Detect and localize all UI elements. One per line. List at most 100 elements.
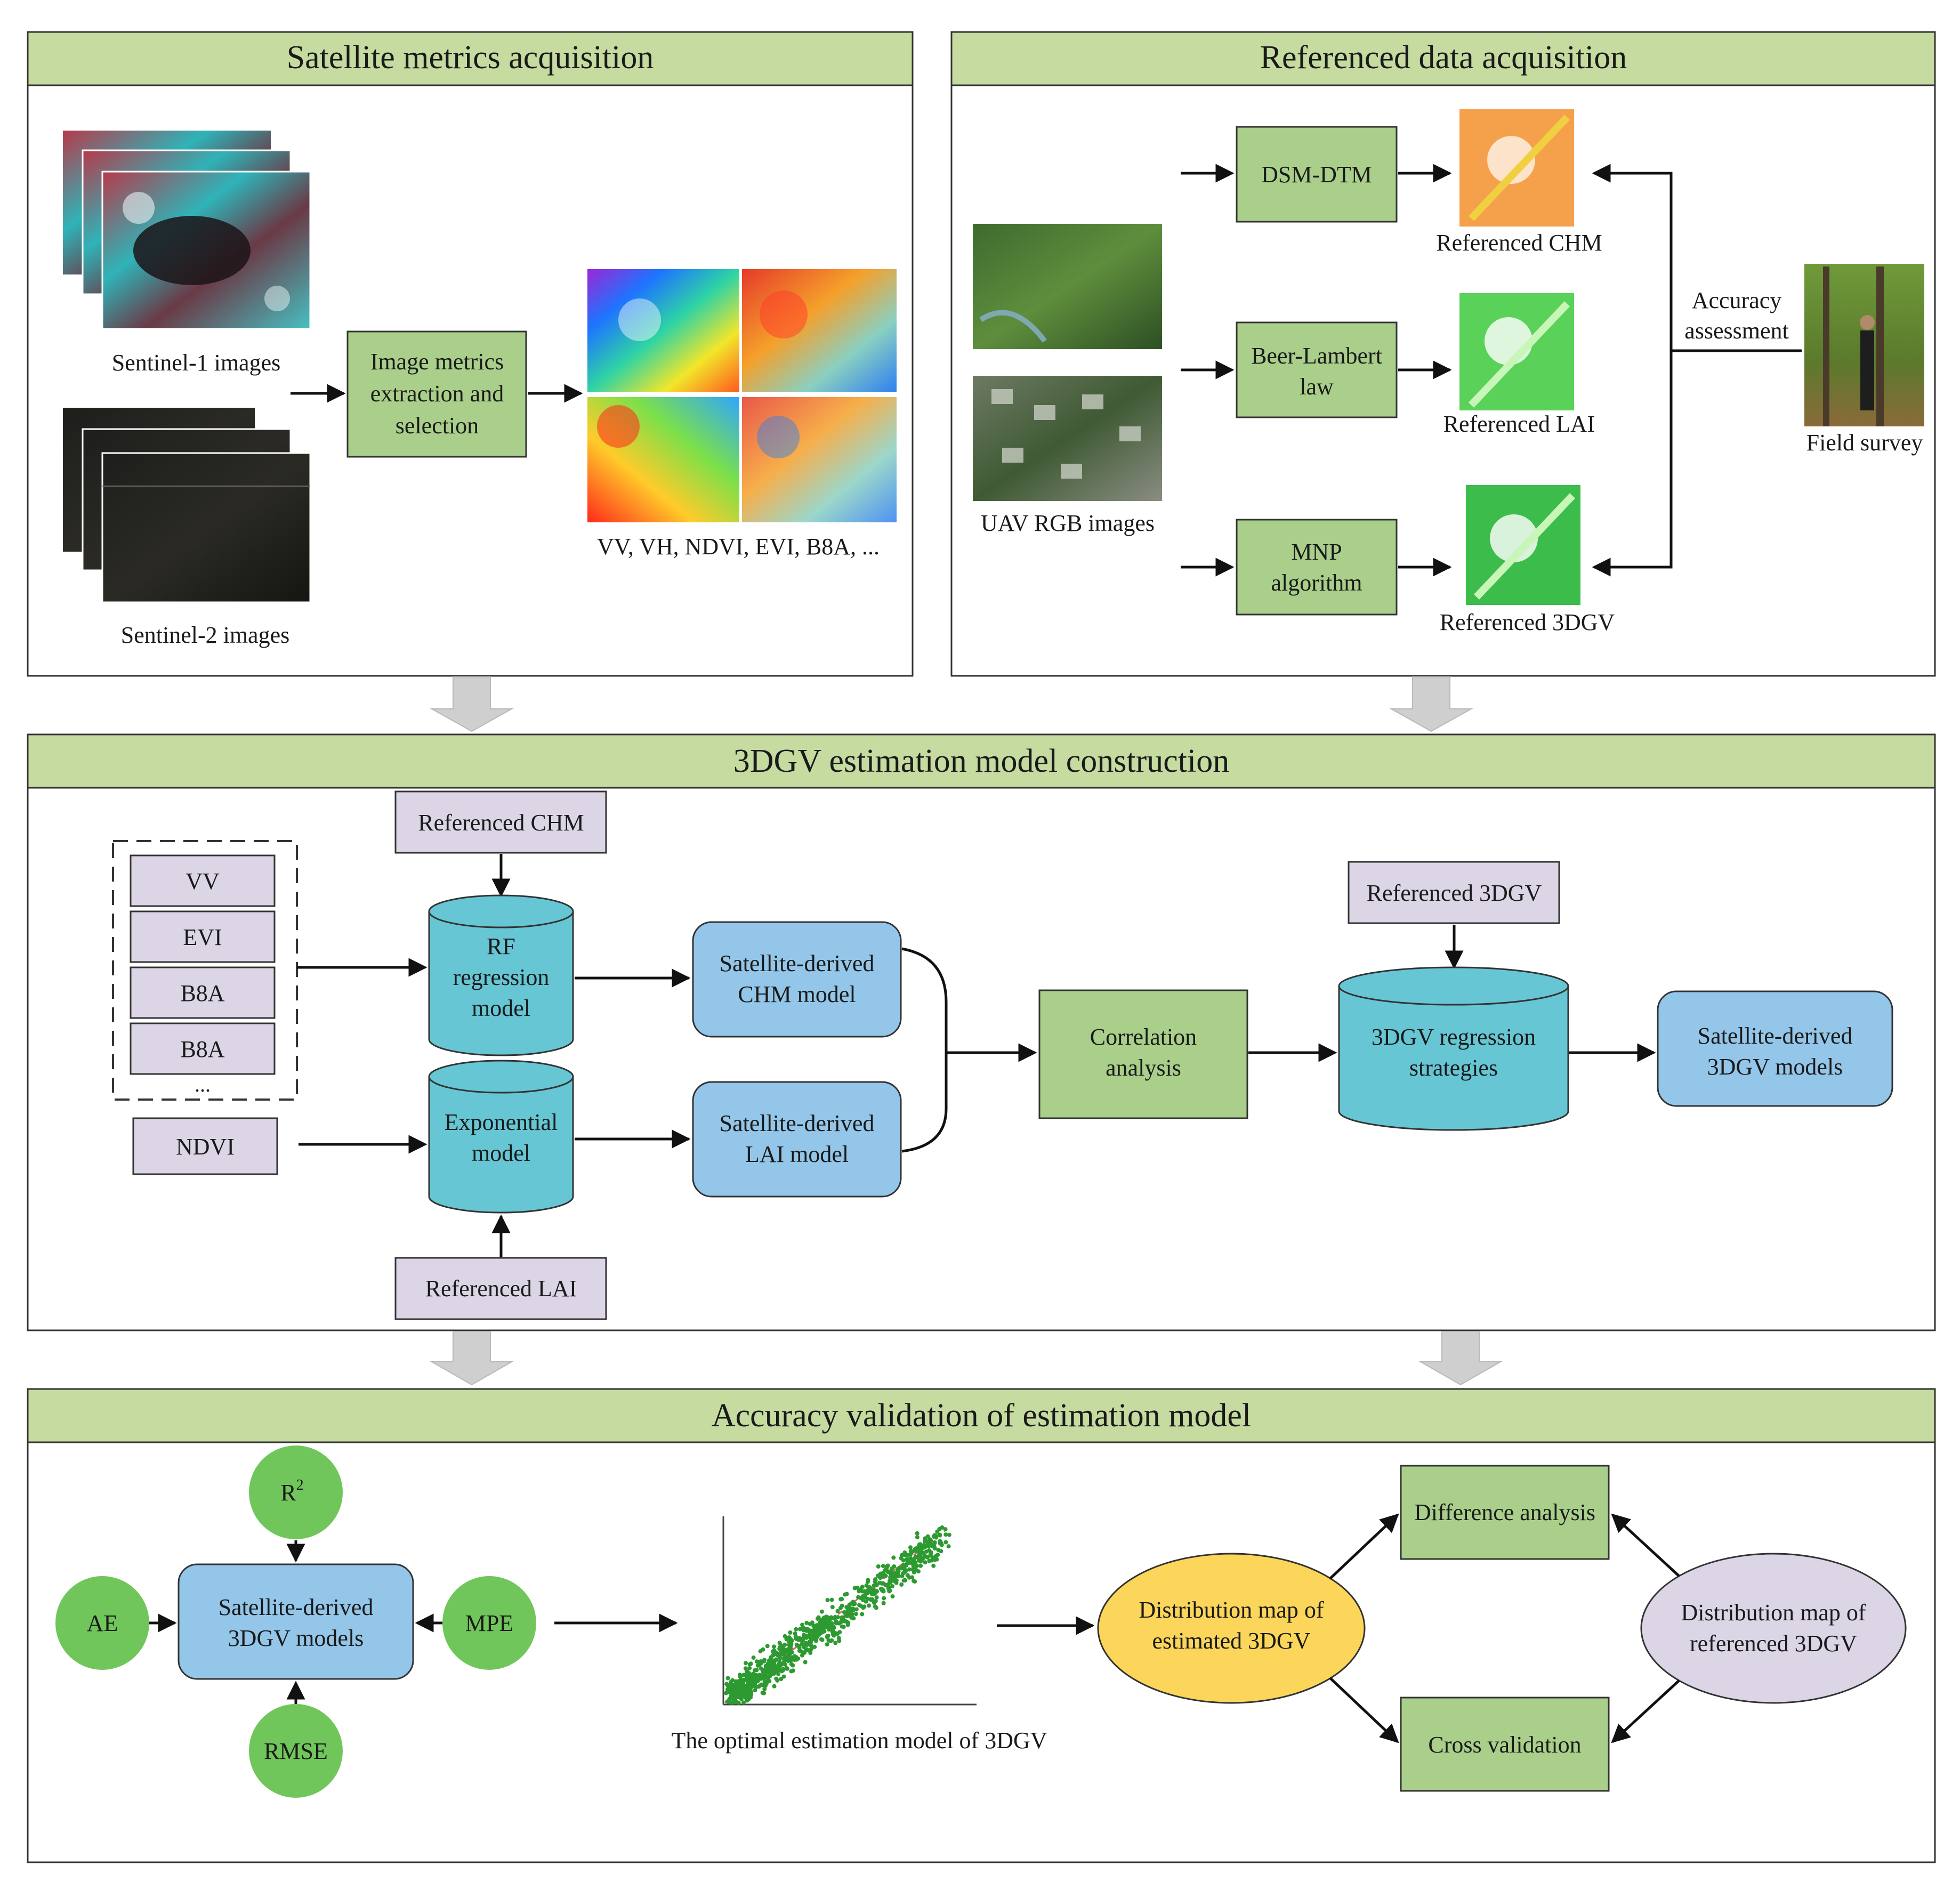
sentinel-1-label: Sentinel-1 images [112, 350, 281, 376]
scatter-point [809, 1643, 813, 1648]
referenced-map-line2: referenced 3DGV [1690, 1630, 1857, 1657]
scatter-point [878, 1586, 883, 1591]
referenced-lai-label: Referenced LAI [1443, 411, 1595, 437]
sat-3dgv-line2: 3DGV models [1707, 1054, 1843, 1080]
scatter-point [830, 1605, 835, 1610]
validation-center-line2: 3DGV models [228, 1625, 364, 1651]
scatter-point [871, 1587, 876, 1592]
rmse-label: RMSE [264, 1738, 328, 1764]
scatter-point [770, 1671, 775, 1676]
scatter-point [802, 1633, 806, 1637]
scatter-point [860, 1612, 865, 1617]
scatter-point [797, 1649, 802, 1653]
referenced-map-line1: Distribution map of [1681, 1600, 1866, 1626]
scatter-point [915, 1535, 919, 1540]
scatter-point [857, 1589, 861, 1594]
validation-header [27, 1388, 1936, 1443]
scatter-point [764, 1681, 769, 1686]
scatter-point [923, 1536, 927, 1541]
scatter-point [847, 1602, 852, 1607]
scatter-point [760, 1659, 764, 1664]
difference-analysis-box [1400, 1465, 1610, 1560]
scatter-point [819, 1637, 824, 1642]
scatter-point [745, 1693, 750, 1698]
scatter-point [755, 1676, 760, 1681]
r2-superscript: 2 [296, 1477, 304, 1493]
r2-label: R2 [280, 1477, 303, 1506]
construction-ref-lai-box [394, 1257, 607, 1320]
scatter-point [750, 1676, 755, 1681]
referenced-map-ellipse [1640, 1553, 1907, 1704]
scatter-point [747, 1666, 752, 1670]
satellite-header [27, 31, 914, 86]
construction-ref-chm-box [394, 790, 607, 854]
scatter-point [825, 1634, 830, 1639]
scatter-point [943, 1540, 948, 1545]
scatter-point [814, 1638, 819, 1643]
strategies-line2: strategies [1409, 1055, 1498, 1081]
scatter-point [899, 1553, 904, 1557]
scatter-point [825, 1615, 830, 1620]
scatter-point [894, 1578, 899, 1583]
dsm-dtm-label: DSM-DTM [1261, 161, 1372, 188]
metrics-label: VV, VH, NDVI, EVI, B8A, ... [597, 534, 880, 560]
ae-label: AE [87, 1610, 118, 1636]
validation-center-line1: Satellite-derived [219, 1594, 374, 1620]
scatter-point [781, 1674, 786, 1679]
scatter-point [731, 1693, 736, 1698]
scatter-point [775, 1651, 779, 1655]
scatter-point [848, 1607, 852, 1612]
scatter-point [744, 1661, 748, 1666]
scatter-point [888, 1579, 892, 1584]
scatter-point [905, 1573, 910, 1578]
scatter-point [899, 1582, 904, 1587]
scatter-point [781, 1667, 786, 1671]
uav-label: UAV RGB images [981, 510, 1155, 536]
scatter-point [918, 1542, 923, 1547]
sat-3dgv-box [1657, 990, 1893, 1107]
sat-chm-line2: CHM model [738, 981, 856, 1007]
beer-lambert-line2: law [1300, 374, 1334, 400]
scatter-point [930, 1542, 934, 1547]
scatter-point [745, 1669, 749, 1674]
scatter-point [794, 1643, 799, 1647]
scatter-point [874, 1605, 878, 1610]
scatter-point [760, 1691, 765, 1695]
scatter-point [791, 1663, 795, 1668]
scatter-point [915, 1531, 919, 1536]
scatter-point [892, 1564, 897, 1569]
scatter-point [769, 1665, 774, 1669]
scatter-point [829, 1615, 834, 1620]
scatter-point [891, 1555, 896, 1560]
scatter-point [874, 1595, 879, 1600]
scatter-point [928, 1553, 933, 1558]
validation-title: Accuracy validation of estimation model [712, 1398, 1251, 1434]
scatter-point [782, 1658, 787, 1662]
estimated-map-ellipse [1097, 1553, 1366, 1704]
image-metrics-box [346, 330, 527, 458]
scatter-point [803, 1648, 808, 1653]
scatter-point [881, 1564, 885, 1569]
sat-lai-box [692, 1081, 902, 1198]
scatter-point [935, 1553, 940, 1557]
sat-chm-box [692, 921, 902, 1038]
scatter-point [749, 1690, 754, 1694]
construction-ref-3dgv-box [1348, 861, 1560, 924]
input-b8a-label-2: B8A [180, 1036, 224, 1062]
exp-line2: model [472, 1140, 530, 1166]
scatter-point [746, 1684, 751, 1689]
scatter-point [829, 1597, 834, 1602]
scatter-point [890, 1573, 895, 1578]
scatter-point [779, 1677, 784, 1682]
mnp-line2: algorithm [1271, 570, 1362, 596]
sentinel-1-image-stack [63, 131, 311, 330]
scatter-point [768, 1659, 772, 1664]
rf-line2: regression [453, 964, 550, 990]
rf-regression-cylinder [428, 894, 574, 1056]
scatter-point [910, 1575, 915, 1580]
scatter-point [850, 1612, 854, 1617]
sat-lai-line2: LAI model [745, 1141, 849, 1167]
scatter-point [789, 1650, 794, 1654]
rmse-circle [249, 1704, 343, 1798]
scatter-point [913, 1563, 918, 1568]
